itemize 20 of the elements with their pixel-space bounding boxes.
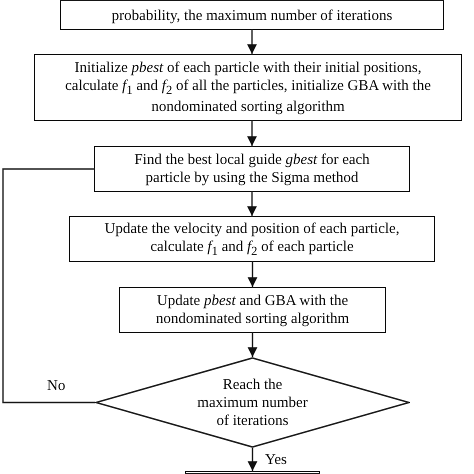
process-box (60, 0, 444, 30)
arrow (248, 262, 258, 287)
step-text: Find the best local guide gbest for each particle by using the Sigma method (133, 151, 371, 187)
step-text: Update the velocity and position of each particle, calculate f$_{1}$ and f$_{2}$ of each particle (104, 220, 400, 258)
step-text: Update pbest and GBA with the nondominated sorting algorithm (154, 292, 350, 328)
connector-line (2, 168, 95, 404)
step-text: Reach the maximum number of iterations (196, 376, 309, 430)
arrow (247, 30, 257, 54)
decision-diamond (95, 357, 410, 448)
process-box (94, 146, 410, 192)
arrow (248, 333, 258, 357)
arrow (248, 448, 258, 471)
process-box (34, 54, 462, 121)
arrow (247, 192, 257, 216)
process-box (185, 471, 320, 474)
process-box (119, 287, 386, 333)
arrow (247, 121, 257, 146)
process-box (69, 216, 435, 262)
step-text: probability, the maximum number of iterations (112, 7, 392, 25)
step-text: Initialize pbest of each particle with their initial positions, calculate f$_{1}$ and f$_{2}$ of all the particles, initialize GBA with the nondominated sorting algorithm (64, 59, 432, 116)
